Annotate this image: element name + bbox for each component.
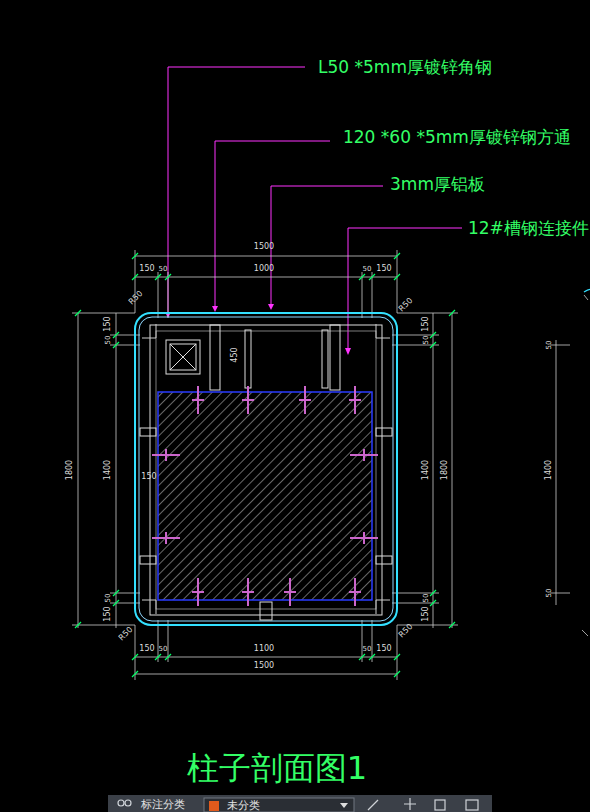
toolbar-label: 标注分类 [141, 799, 185, 810]
dimension: 1500 [254, 243, 274, 251]
radius-label: R50 [128, 290, 145, 307]
callout-text: L50 *5mm厚镀锌角钢 [318, 59, 492, 76]
dimension: 1400 [104, 460, 112, 480]
dropdown-value: 未分类 [227, 800, 260, 811]
drawing-title: 柱子剖面图1 [187, 752, 367, 784]
radius-label: R50 [118, 626, 135, 643]
dimension: 50 [105, 336, 112, 345]
dimension: 50 [423, 594, 430, 603]
dimension: 150 [376, 265, 391, 273]
dimension: 150 [141, 473, 156, 481]
dimension: 150 [376, 645, 391, 653]
dimension: 50 [159, 266, 168, 273]
dimension: 1800 [441, 460, 449, 480]
dimension: 50 [363, 266, 372, 273]
callout-text: 120 *60 *5mm厚镀锌钢方通 [343, 129, 571, 146]
dimension: 150 [104, 606, 112, 621]
dimension: 1800 [66, 460, 74, 480]
dimension: 1400 [422, 460, 430, 480]
dimension: 1500 [254, 662, 274, 670]
dimension: 50 [546, 589, 553, 598]
dimension: 150 [422, 316, 430, 331]
dimension: 50 [105, 594, 112, 603]
dimension: 450 [231, 347, 239, 362]
dimension: 50 [546, 341, 553, 350]
callout-text: 3mm厚铝板 [390, 176, 485, 193]
radius-label: R50 [398, 297, 415, 314]
dimension: 50 [423, 336, 430, 345]
callout-text: 12#槽钢连接件 [468, 220, 589, 237]
dimension: 150 [139, 265, 154, 273]
dimension: 150 [139, 645, 154, 653]
dimension: 150 [422, 606, 430, 621]
dimension: 1400 [545, 460, 553, 480]
dimension: 150 [104, 316, 112, 331]
dimension: 1100 [254, 645, 274, 653]
dimension: 1000 [254, 265, 274, 273]
dimension: 50 [363, 646, 372, 653]
dimension: 50 [159, 646, 168, 653]
